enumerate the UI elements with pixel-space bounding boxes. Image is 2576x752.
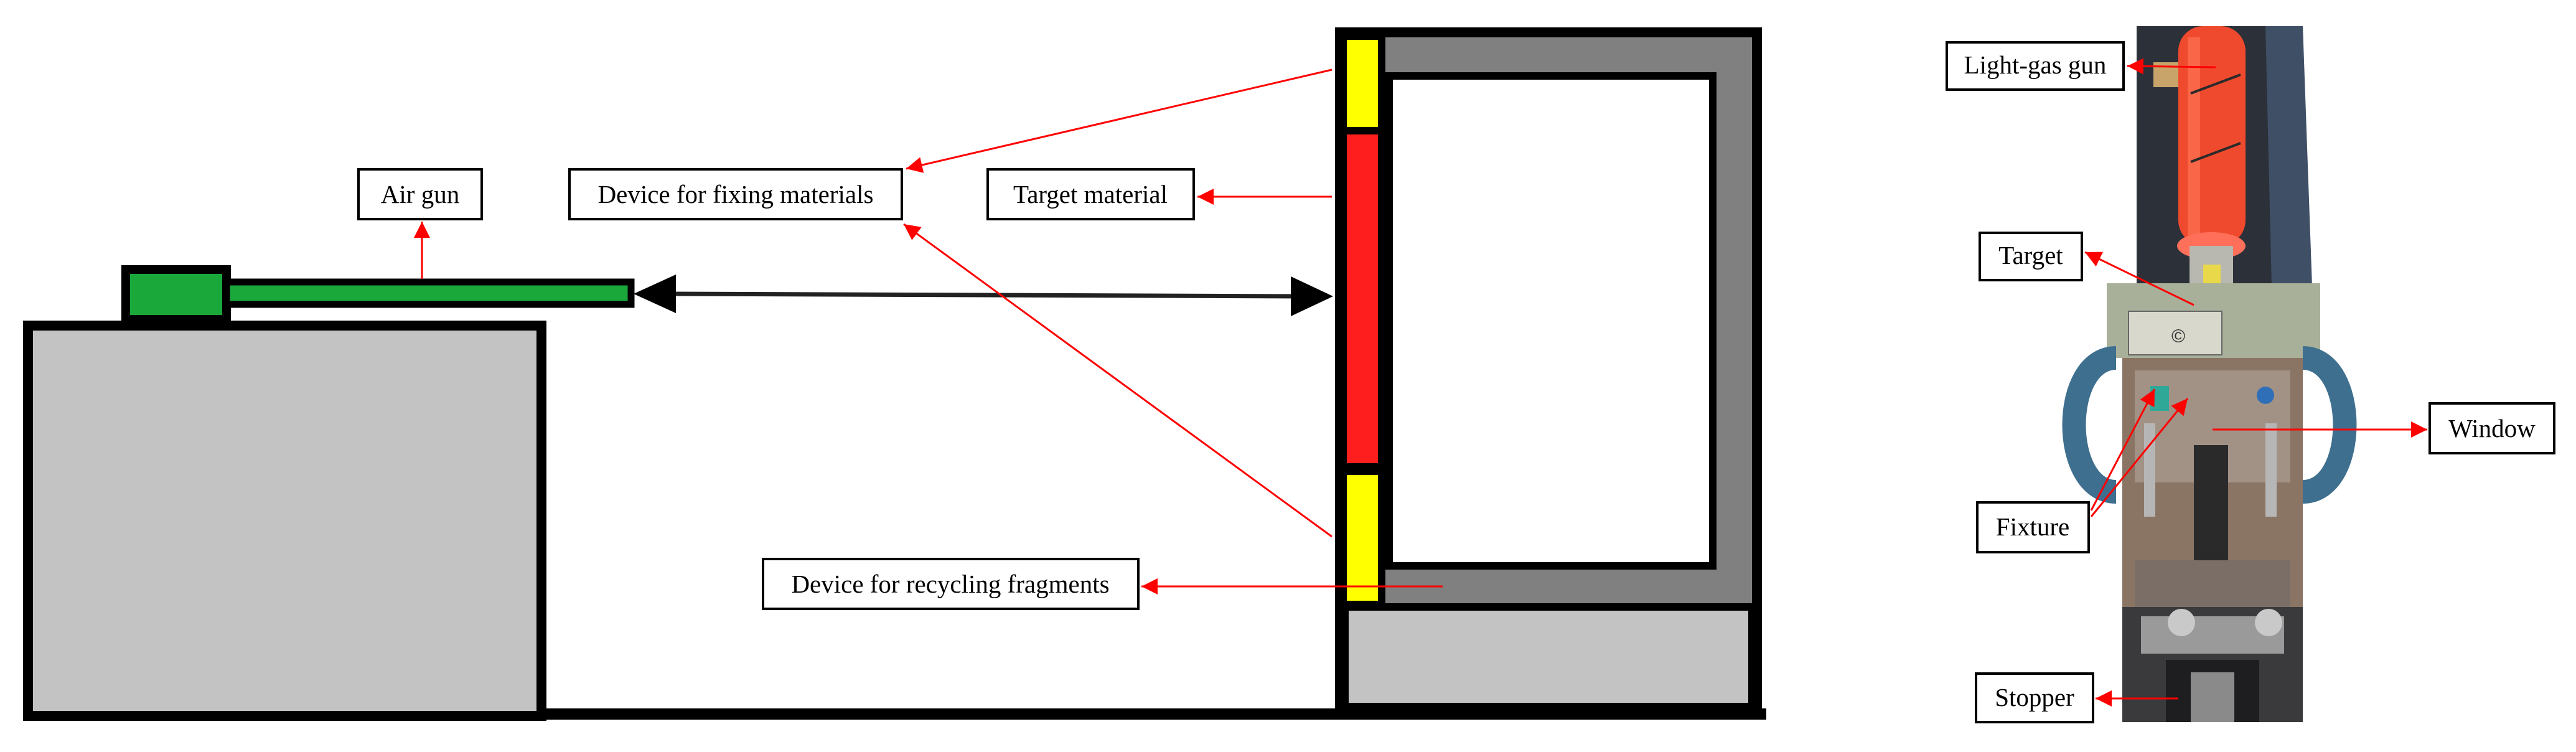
photo-wall — [2265, 26, 2312, 286]
recycling-device-label: Device for recycling fragments — [791, 570, 1109, 598]
stopper-label-box — [1975, 672, 2094, 723]
window-label: Window — [2448, 414, 2536, 443]
target-material-strip — [1339, 127, 1385, 471]
target-label: Target — [1998, 241, 2063, 270]
photo-clamp-left — [2062, 346, 2118, 504]
fixing-device-top — [1339, 32, 1385, 134]
photo-lower-frame — [2135, 560, 2290, 610]
fixture-pointer-b — [2090, 398, 2189, 517]
light-gas-gun-label-box — [1946, 41, 2125, 91]
fixture-label: Fixture — [1996, 512, 2069, 541]
fixture-label-box — [1976, 501, 2090, 553]
fixing-device-pointer-bottom — [903, 223, 1332, 538]
light-gas-gun-pointer — [2127, 58, 2216, 75]
target-pointer — [2084, 251, 2194, 306]
fixing-device-pointer-top — [906, 68, 1332, 173]
chamber-window — [1385, 72, 1717, 570]
target-material-label: Target material — [1013, 180, 1168, 209]
fixing-device-label-box — [568, 168, 903, 220]
photo-target-face — [2128, 311, 2222, 355]
photo-panel: © Light-gas gun Target Window — [1946, 26, 2555, 723]
air-gun-barrel — [223, 278, 635, 308]
recycling-device-label-box — [762, 558, 1140, 610]
base-block — [23, 321, 546, 721]
light-gas-gun — [2153, 26, 2246, 289]
schematic: Air gun Device for fixing materials Targ… — [23, 27, 1766, 721]
fixing-device-label: Device for fixing materials — [598, 180, 874, 209]
distance-arrow — [634, 275, 1333, 316]
target-label-box — [1979, 232, 2083, 281]
air-gun-label: Air gun — [381, 180, 459, 209]
photo-clamp-right — [2301, 346, 2357, 504]
recycling-block — [1341, 603, 1756, 710]
fixing-device-bottom — [1339, 468, 1385, 608]
window-label-box — [2428, 402, 2555, 454]
photo-target-mark: © — [2171, 326, 2185, 347]
target-material-label-box — [986, 168, 1195, 220]
light-gas-gun-label: Light-gas gun — [1964, 50, 2107, 79]
air-gun-body — [121, 265, 231, 324]
fixture-pointer-a — [2090, 388, 2156, 511]
stopper-label: Stopper — [1995, 683, 2074, 712]
air-gun-label-box — [357, 168, 483, 220]
